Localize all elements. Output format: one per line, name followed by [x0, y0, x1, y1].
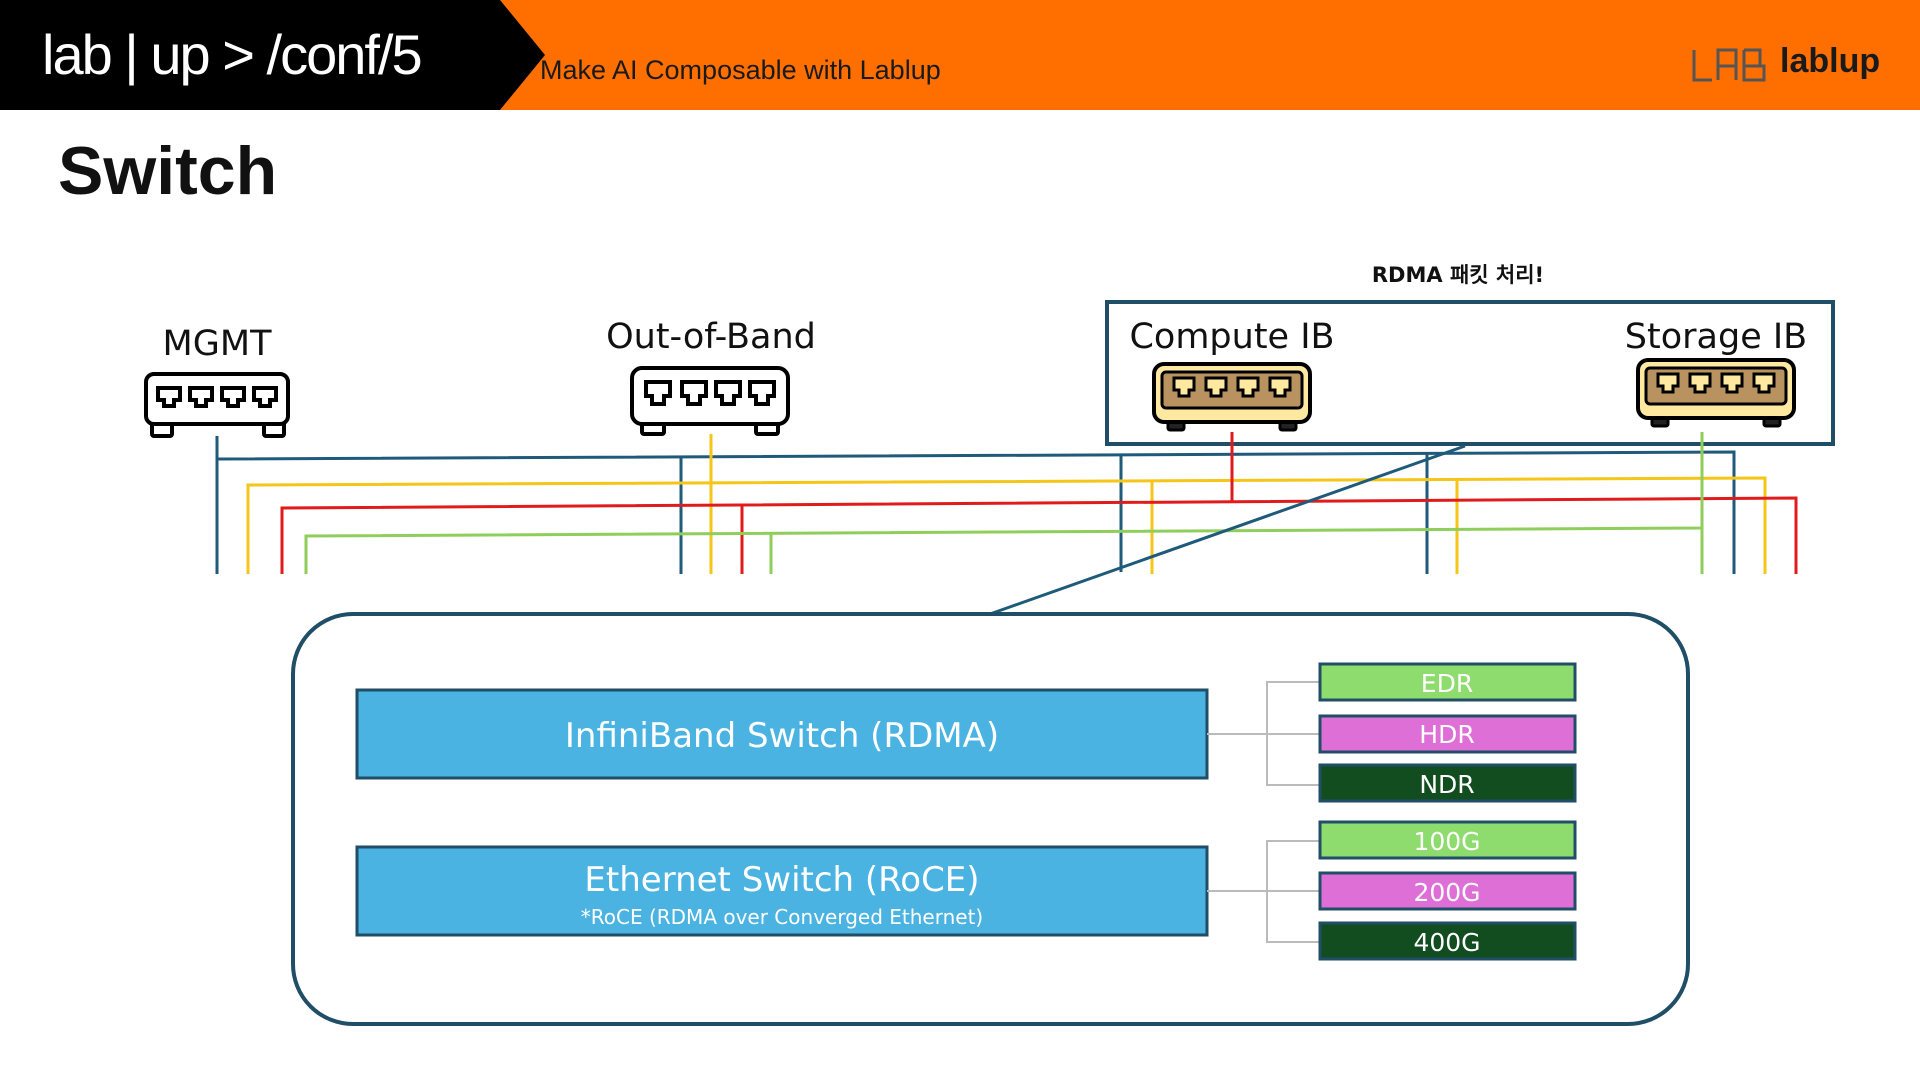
speed-tag-100g [1318, 820, 1577, 860]
speed-tag-400g [1318, 921, 1577, 961]
storage-bus-green [304, 432, 1704, 574]
network-switch-icon [630, 366, 790, 436]
lablup-logo-text: lablup [1780, 42, 1881, 80]
ib-switch-group [1105, 300, 1835, 446]
speed-tag-200g [1318, 871, 1577, 911]
ethernet-switch-box [355, 845, 1209, 937]
oob-label: Out-of-Band [606, 317, 816, 357]
speed-tag-hdr [1318, 714, 1577, 754]
infiniband-switch-box [355, 688, 1209, 780]
network-switch-icon [1152, 362, 1312, 432]
compute-ib-label: Compute IB [1129, 317, 1334, 357]
brand-block [0, 0, 545, 110]
ethernet-switch-label: Ethernet Switch (RoCE) [584, 860, 979, 900]
speed-tag-ndr [1318, 763, 1577, 803]
conference-brand: lab | up > /conf/5 [42, 23, 423, 86]
speed-400g: 400G [1413, 928, 1480, 957]
oob-bus-yellow [246, 476, 1767, 574]
ethernet-switch-sublabel: *RoCE (RDMA over Converged Ethernet) [581, 905, 983, 929]
speed-brackets [1207, 681, 1320, 943]
speed-200g: 200G [1413, 878, 1480, 907]
network-switch-icon [144, 372, 290, 438]
network-switch-icon [1636, 358, 1796, 428]
mgmt-bus-blue [216, 450, 1736, 574]
callout-line [989, 444, 1466, 616]
speed-ndr: NDR [1419, 770, 1474, 799]
header-bar: lab | up > /conf/5 Make AI Composable wi… [0, 0, 1920, 110]
speed-hdr: HDR [1419, 720, 1474, 749]
storage-ib-label: Storage IB [1625, 317, 1807, 357]
infiniband-switch-label: InfiniBand Switch (RDMA) [565, 716, 999, 756]
lablup-logo-icon [1692, 48, 1766, 82]
header-tagline: Make AI Composable with Lablup [540, 55, 941, 85]
slide-title: Switch [58, 133, 278, 209]
rdma-note: RDMA 패킷 처리! [1372, 263, 1544, 287]
speed-edr: EDR [1421, 669, 1473, 698]
compute-bus-red [280, 496, 1798, 574]
connection-lines [215, 432, 1798, 616]
mgmt-label: MGMT [163, 324, 273, 364]
speed-tag-edr [1318, 662, 1577, 702]
speed-100g: 100G [1413, 827, 1480, 856]
